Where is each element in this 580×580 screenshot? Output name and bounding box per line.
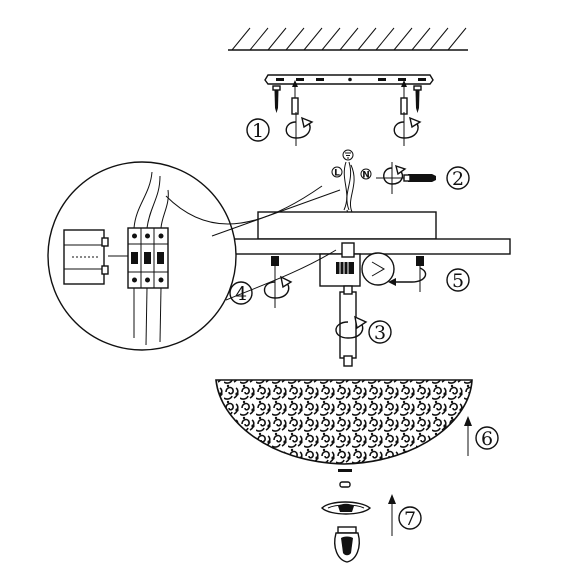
- lamp-bulb-icon: [361, 252, 395, 286]
- svg-text:L: L: [334, 169, 340, 179]
- rotate-arrow-icon: [393, 112, 422, 146]
- screw-right: [413, 85, 422, 113]
- step-2-label: 2: [446, 166, 470, 190]
- mounting-bracket: [264, 74, 434, 85]
- step-5-label: 5: [446, 268, 470, 292]
- rotate-arrow-icon: [285, 112, 314, 146]
- step-7-label: 7: [398, 506, 422, 530]
- extension-tube: [335, 285, 368, 367]
- svg-text:N: N: [362, 171, 370, 181]
- ground-symbol-icon: [342, 149, 354, 161]
- wire-label-neutral: N: [360, 168, 372, 181]
- wiring-detail-callout: [47, 161, 237, 351]
- up-arrow-icon: [388, 494, 396, 536]
- screw-left: [272, 85, 281, 113]
- svg-text:1: 1: [252, 120, 264, 142]
- svg-text:6: 6: [481, 428, 493, 450]
- canopy-base: [187, 211, 511, 255]
- finial-assembly: [321, 469, 372, 563]
- step-3-label: 3: [368, 320, 392, 344]
- decorative-glass-bowl: [215, 379, 473, 465]
- rotate-arrow-icon: [383, 162, 407, 194]
- rotate-arrow-icon: [388, 256, 427, 292]
- ceiling-hatch-icon: [228, 27, 468, 51]
- svg-text:2: 2: [452, 168, 464, 190]
- svg-text:7: 7: [404, 508, 416, 530]
- wire-bundle: [343, 161, 355, 215]
- step-6-label: 6: [475, 426, 499, 450]
- up-arrow-icon: [464, 416, 472, 456]
- svg-text:5: 5: [452, 270, 464, 292]
- lamp-socket: [319, 242, 361, 287]
- step-1-label: 1: [246, 118, 270, 142]
- wall-plug-right: [400, 80, 408, 115]
- svg-text:3: 3: [374, 322, 386, 344]
- wall-plug-left: [291, 80, 299, 115]
- screw-canopy-left: [263, 256, 293, 308]
- screwdriver-icon: [376, 174, 436, 182]
- wire-label-live: L: [331, 166, 343, 179]
- callout-connector: [165, 185, 341, 301]
